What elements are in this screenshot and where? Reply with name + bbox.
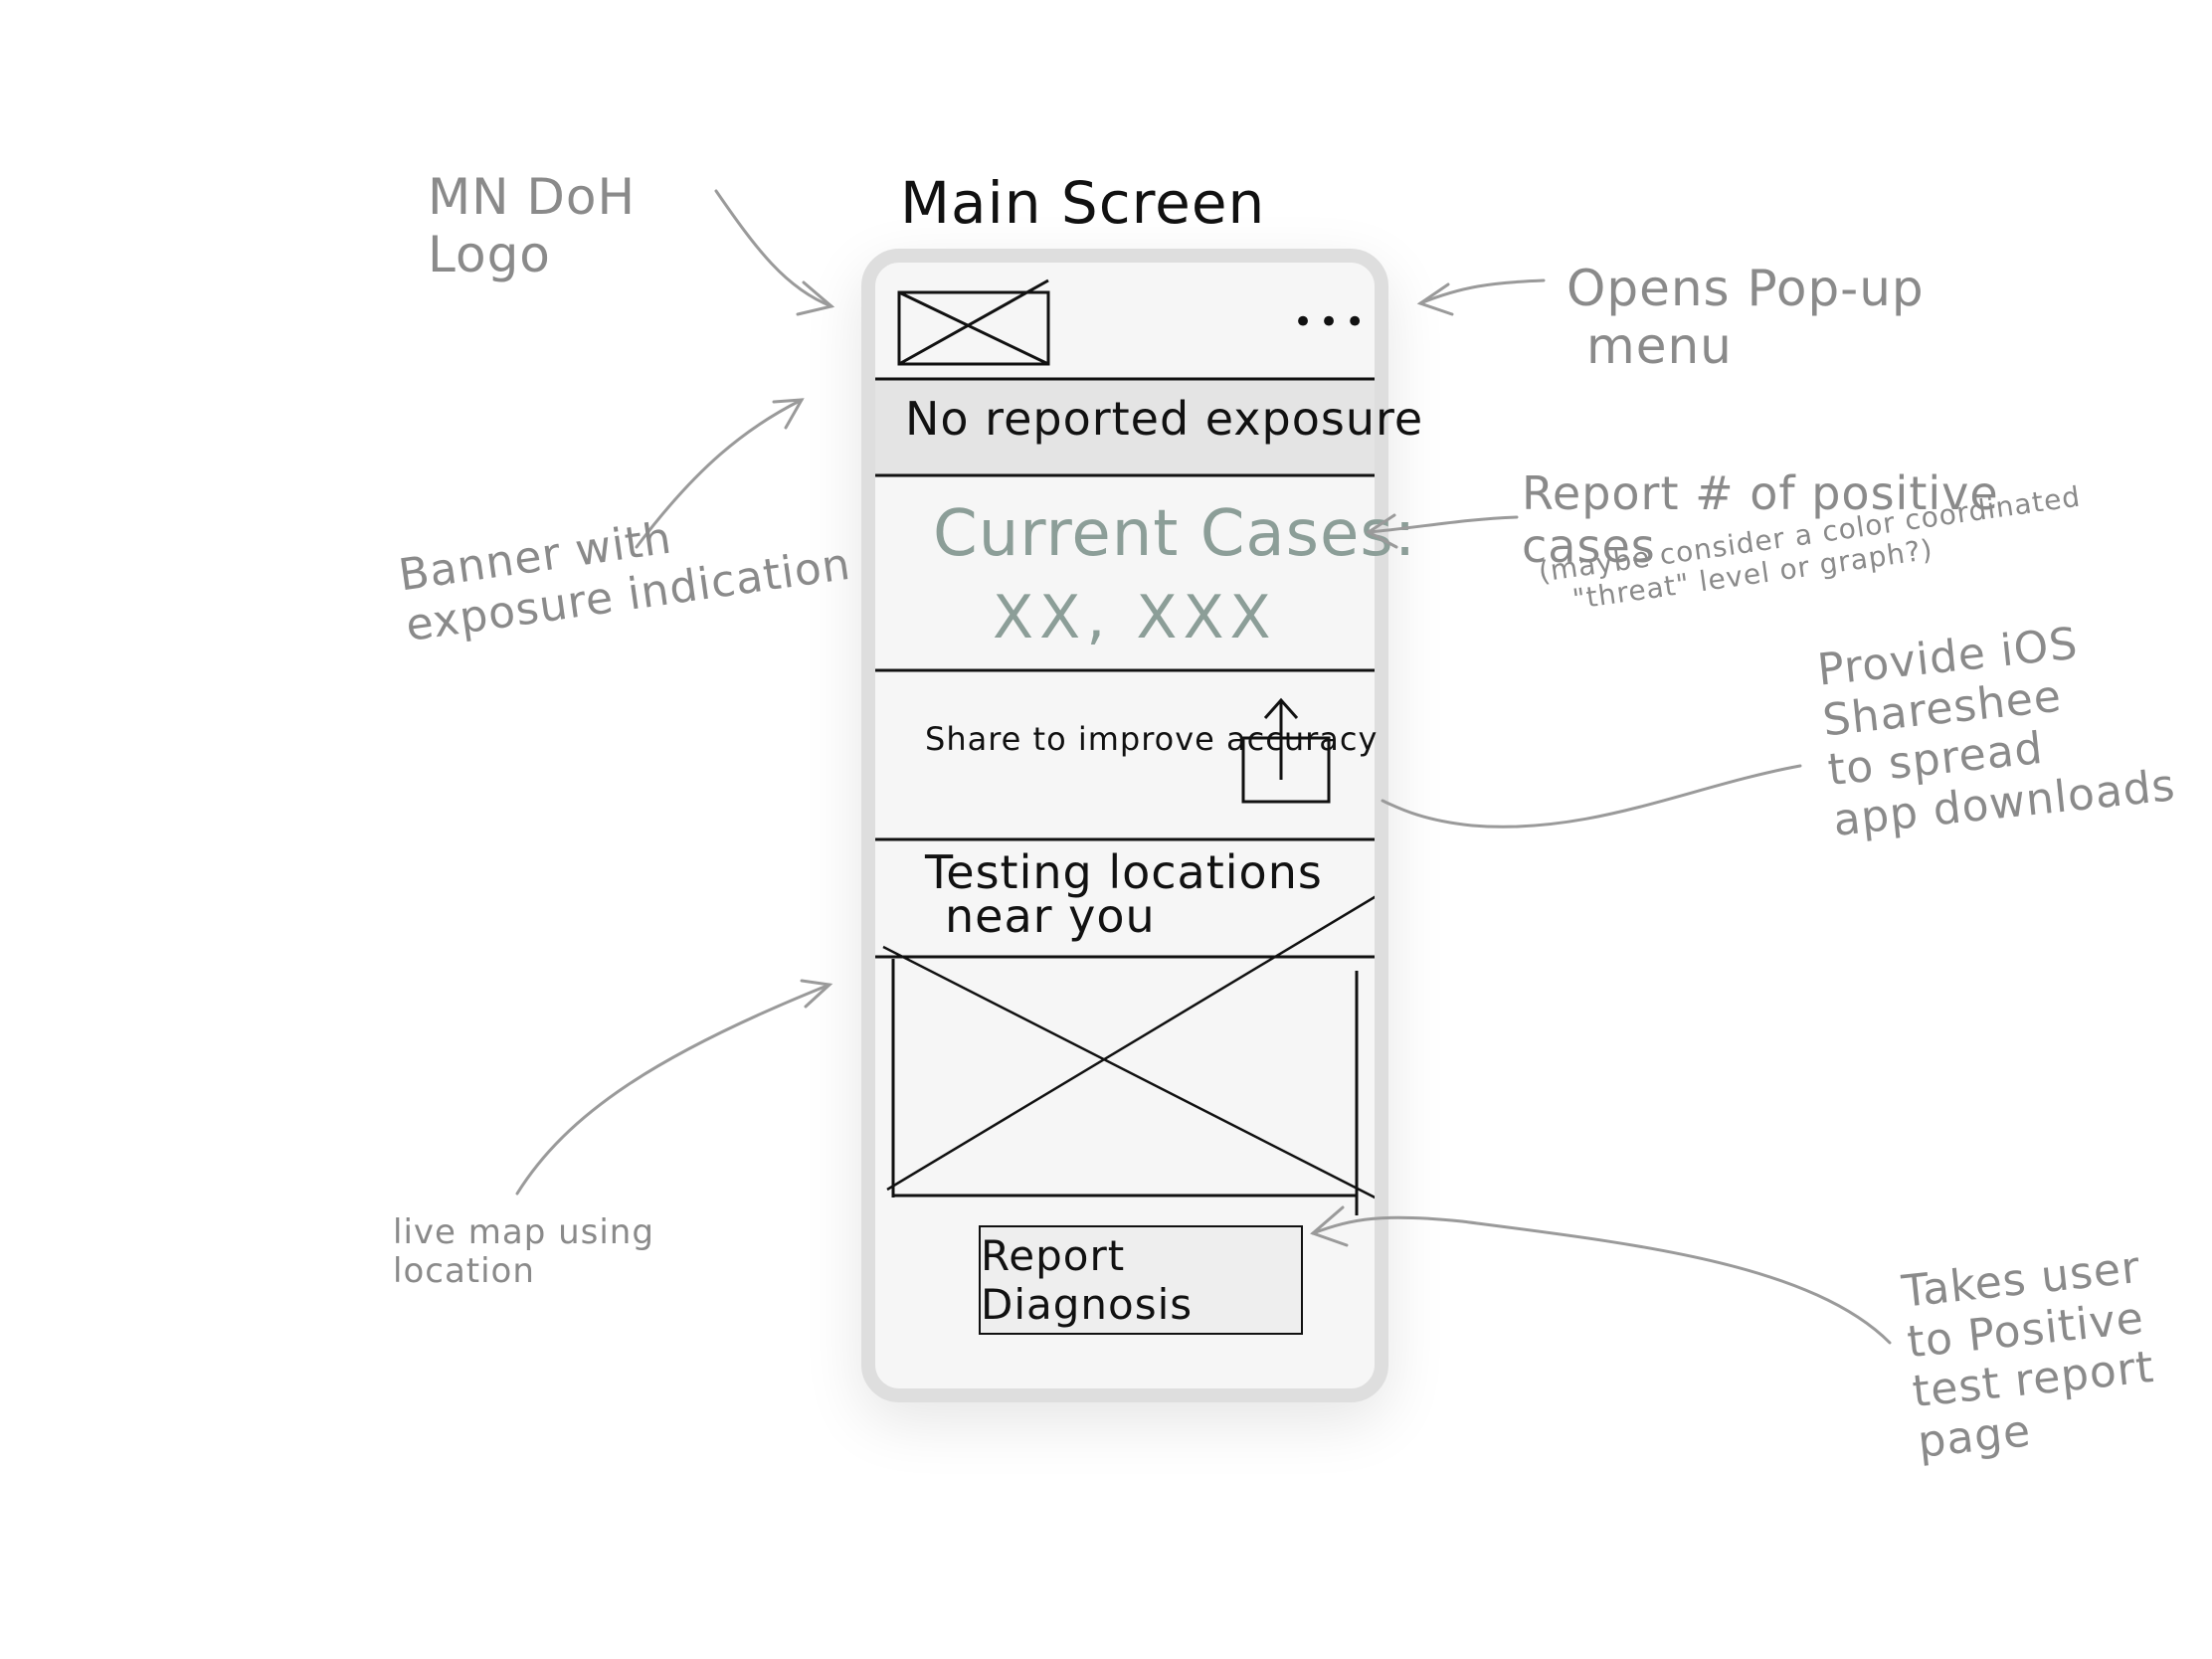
testing-locations-heading: Testing locations [925,845,1323,899]
report-diagnosis-button[interactable]: Report Diagnosis [979,1225,1303,1335]
phone-sketch-lines [875,278,1375,1215]
current-cases-label: Current Cases: [933,497,1417,571]
more-icon[interactable]: ••• [1293,302,1372,342]
banner-shade [875,380,1375,475]
page-title: Main Screen [900,169,1266,237]
phone-frame: ••• No reported exposure Current Cases: … [861,249,1422,1402]
exposure-banner: No reported exposure [905,392,1424,446]
current-cases-value: XX, XXX [993,583,1277,652]
share-icon[interactable] [1241,697,1331,804]
testing-locations-heading-2: near you [945,889,1156,943]
share-prompt[interactable]: Share to improve accuracy [925,720,1379,758]
map-placeholder-icon[interactable] [882,891,1375,1215]
logo-placeholder-icon [897,278,1050,366]
